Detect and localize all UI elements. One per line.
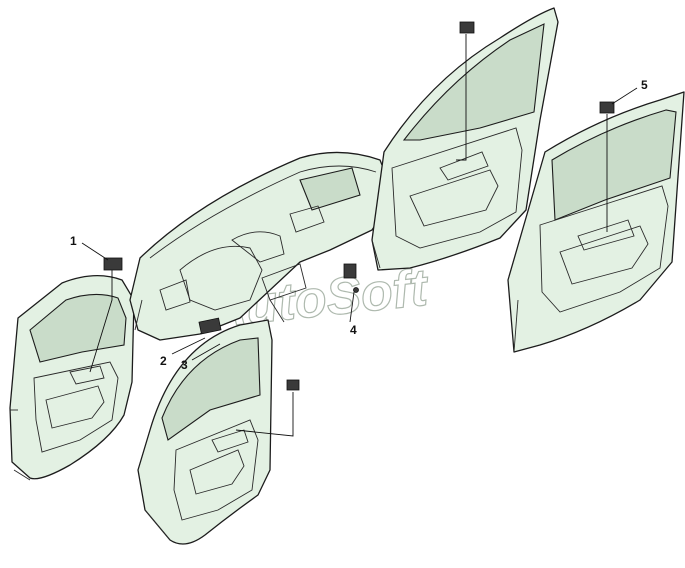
front-right-door [371,7,559,271]
screw-small [353,287,359,293]
front-left-door-switch-outside [103,257,123,271]
callout-4: 4 [350,323,357,337]
callout-2: 2 [160,354,167,368]
leader-lines [81,34,638,437]
rear-right-door-switch-outside [599,101,615,114]
front-left-door [9,275,135,481]
instrument-panel [129,151,387,341]
rear-right-door [507,91,685,353]
rear-left-door-switch-outside [286,379,300,391]
console-window-switch [198,317,222,335]
callout-3: 3 [181,358,188,372]
rear-left-door [137,319,273,545]
callout-5: 5 [641,78,648,92]
dashboard-right-switch [343,263,357,279]
callout-1: 1 [70,234,77,248]
front-right-door-switch-outside [459,21,475,34]
